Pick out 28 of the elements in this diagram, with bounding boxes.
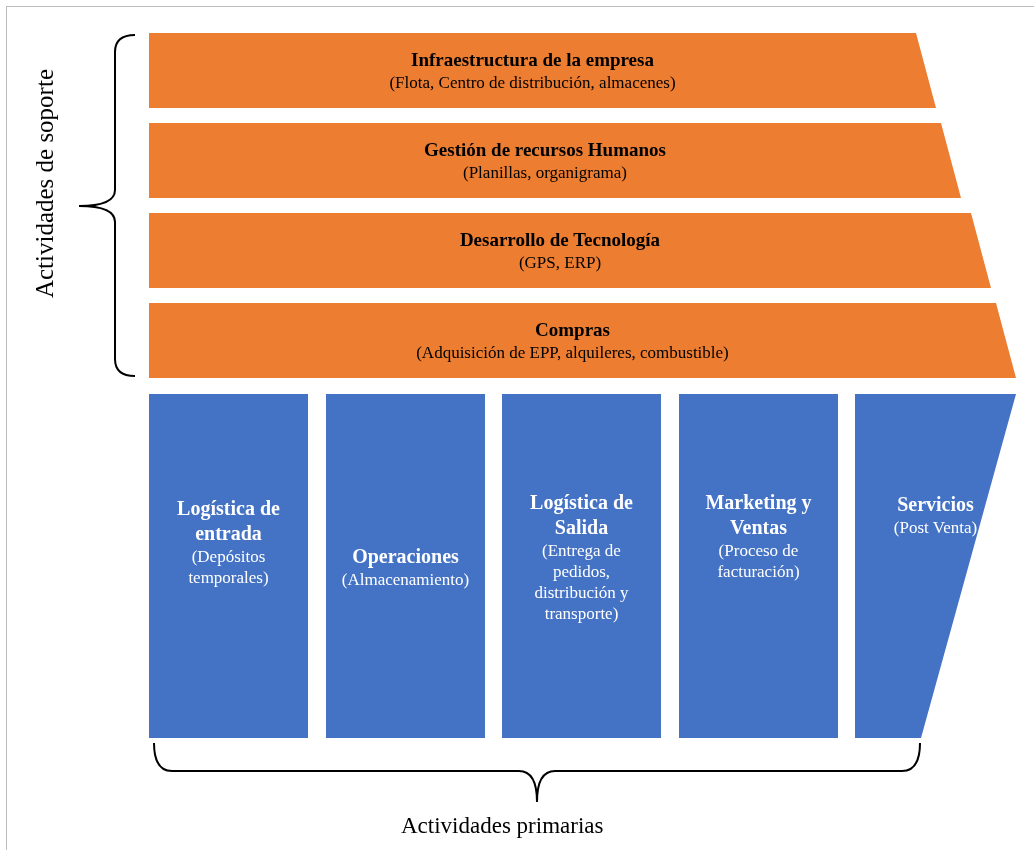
primary-activity-column [502, 394, 661, 738]
activity-title: Logística de Salida [529, 490, 634, 540]
activity-description: (Planillas, organigrama) [463, 162, 627, 183]
activity-description: (Flota, Centro de distribución, almacenes) [389, 72, 676, 93]
primary-activity-column [149, 394, 308, 738]
primary-activity-column [679, 394, 838, 738]
group-label: Actividades de soporte [31, 69, 59, 299]
support-activity-band [149, 123, 961, 198]
activity-description: (Entrega de pedidos, distribución y transporte) [533, 540, 630, 624]
group-label: Actividades primarias [401, 813, 604, 839]
activity-title: Gestión de recursos Humanos [424, 138, 666, 162]
activity-title: Desarrollo de Tecnología [459, 228, 661, 252]
activity-description: (Post Venta) [893, 517, 978, 538]
activity-description: (Adquisición de EPP, alquileres, combustible) [416, 342, 729, 363]
activity-title: Marketing y Ventas [704, 490, 813, 540]
activity-title: Operaciones [352, 544, 459, 569]
activity-title: Logística de entrada [176, 496, 281, 546]
activity-description: (Almacenamiento) [341, 569, 470, 590]
support-activity-band [149, 213, 991, 288]
support-activity-band [149, 33, 936, 108]
support-activity-band [149, 303, 1016, 378]
primary-activity-column [326, 394, 485, 738]
activity-title: Infraestructura de la empresa [411, 48, 654, 72]
activity-title: Servicios [897, 492, 974, 517]
activity-title: Compras [535, 318, 610, 342]
activity-description: (Depósitos temporales) [187, 546, 270, 588]
activity-description: (Proceso de facturación) [716, 540, 801, 582]
activity-description: (GPS, ERP) [518, 252, 602, 273]
